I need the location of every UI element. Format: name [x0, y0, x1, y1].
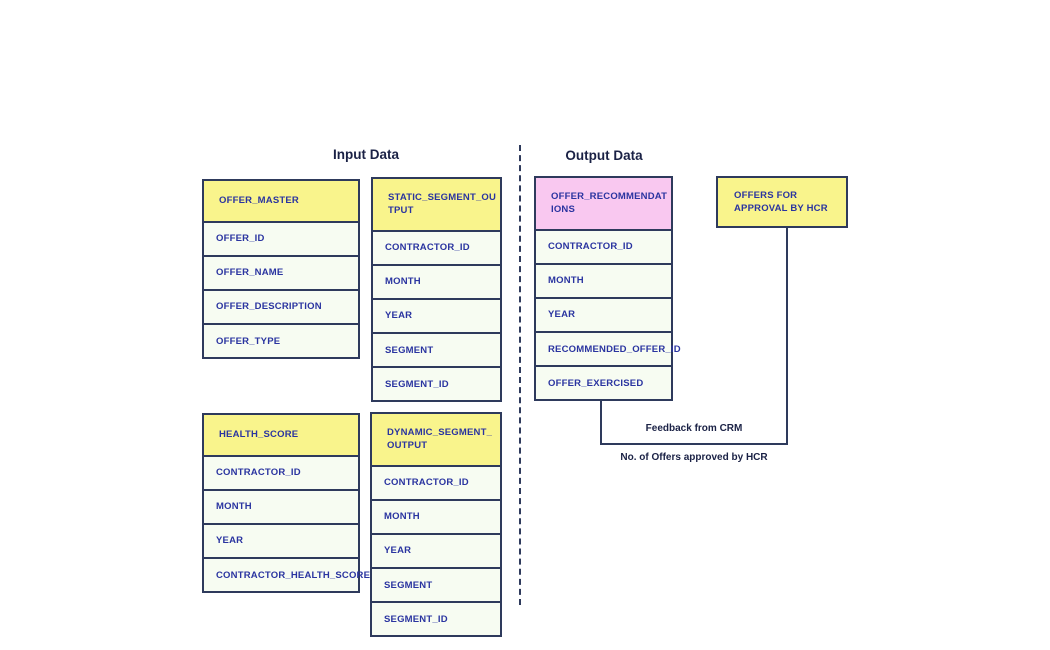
table-health-score: HEALTH_SCORE CONTRACTOR_ID MONTH YEAR CO… [202, 413, 370, 594]
table-field: YEAR [536, 298, 671, 332]
table-offer-master: OFFER_MASTER OFFER_ID OFFER_NAME OFFER_D… [202, 179, 360, 360]
table-header: OFFER_RECOMMENDATIONS [536, 178, 671, 229]
label-feedback-from-crm: Feedback from CRM [645, 423, 743, 434]
table-field: SEGMENT [372, 569, 500, 602]
table-header: OFFER_MASTER [204, 181, 358, 221]
table-static-segment-output: STATIC_SEGMENT_OUTPUT CONTRACTOR_ID MONT… [371, 177, 502, 403]
table-field: YEAR [373, 299, 500, 333]
table-field: CONTRACTOR_HEALTH_SCORE [204, 559, 370, 592]
connector-offers-approval-down [786, 227, 788, 445]
table-field: OFFER_DESCRIPTION [204, 290, 358, 324]
table-field: MONTH [372, 500, 500, 533]
table-field: YEAR [204, 524, 358, 558]
label-offers-approved-by-hcr: No. of Offers approved by HCR [620, 452, 768, 463]
table-field: RECOMMENDED_OFFER_ID [536, 333, 681, 366]
connector-horizontal [600, 443, 788, 445]
table-field: YEAR [372, 534, 500, 568]
table-field: MONTH [204, 490, 358, 523]
table-dynamic-segment-output: DYNAMIC_SEGMENT_OUTPUT CONTRACTOR_ID MON… [370, 412, 502, 638]
section-divider [519, 145, 521, 605]
table-offer-recommendations: OFFER_RECOMMENDATIONS CONTRACTOR_ID MONT… [534, 176, 681, 402]
table-field: CONTRACTOR_ID [372, 466, 500, 499]
offers-for-approval-label: OFFERS FOR APPROVAL BY HCR [734, 190, 828, 214]
offers-for-approval-box: OFFERS FOR APPROVAL BY HCR [716, 176, 848, 228]
table-field: MONTH [536, 264, 671, 297]
table-field: OFFER_TYPE [204, 325, 358, 358]
table-field: CONTRACTOR_ID [204, 456, 358, 489]
table-field: SEGMENT_ID [372, 603, 500, 636]
table-field: OFFER_NAME [204, 256, 358, 289]
table-header: DYNAMIC_SEGMENT_OUTPUT [372, 414, 500, 465]
table-field: CONTRACTOR_ID [536, 230, 671, 263]
table-field: OFFER_EXERCISED [536, 367, 671, 400]
connector-offer-recommendations-down [600, 401, 602, 443]
table-field: SEGMENT [373, 334, 500, 367]
table-field: OFFER_ID [204, 222, 358, 255]
input-data-title: Input Data [333, 147, 399, 162]
table-field: SEGMENT_ID [373, 368, 500, 401]
table-field: CONTRACTOR_ID [373, 231, 500, 264]
table-header: HEALTH_SCORE [204, 415, 358, 455]
table-field: MONTH [373, 265, 500, 298]
output-data-title: Output Data [565, 148, 643, 163]
table-header: STATIC_SEGMENT_OUTPUT [373, 179, 500, 230]
